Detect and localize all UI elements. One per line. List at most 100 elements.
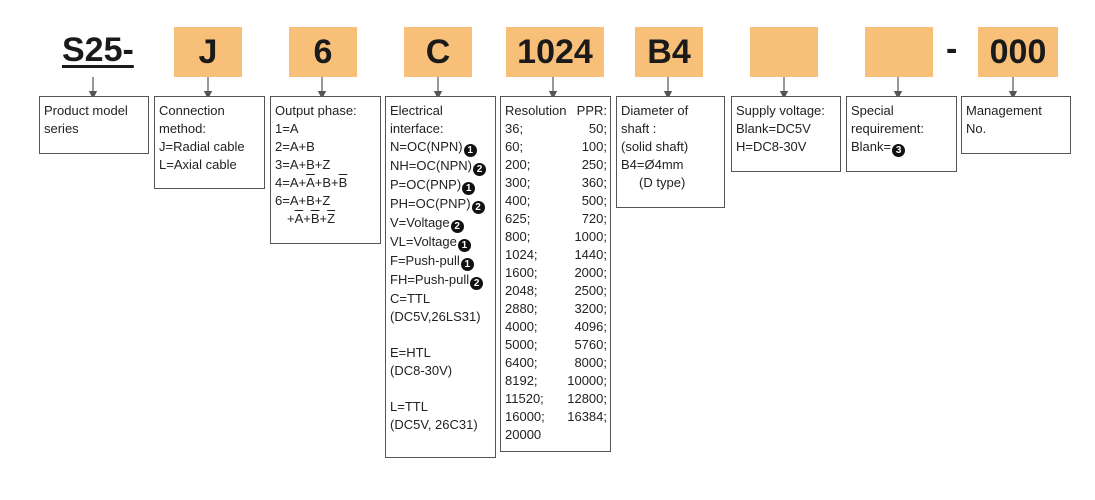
- electrical-item-text: interface:: [390, 121, 444, 136]
- note-badge-icon: 2: [450, 220, 464, 233]
- electrical-item-text: L=TTL: [390, 399, 428, 414]
- desc-line: Management: [966, 103, 1042, 118]
- desc-line: method:: [159, 121, 206, 136]
- resolution-value: 1024;: [505, 247, 538, 262]
- output-phase-6: 6=A+B+Z: [275, 193, 331, 208]
- desc-line: H=DC8-30V: [736, 139, 807, 154]
- electrical-item-text: VL=Voltage: [390, 234, 457, 249]
- code-connection: J: [174, 27, 242, 77]
- electrical-item: interface:: [390, 120, 492, 138]
- resolution-value: 625;: [505, 211, 531, 226]
- desc-line: Product model: [44, 103, 128, 118]
- phase-complement: A: [306, 175, 315, 190]
- electrical-item-text: V=Voltage: [390, 215, 450, 230]
- desc-line: L=Axial cable: [159, 157, 237, 172]
- resolution-value: 60;: [505, 139, 524, 154]
- desc-line: Special: [851, 103, 894, 118]
- electrical-item-text: (DC5V, 26C31): [390, 417, 478, 432]
- electrical-item-text: E=HTL: [390, 345, 431, 360]
- resolution-row: 625; 720;: [505, 210, 607, 228]
- code-electrical: C: [404, 27, 472, 77]
- resolution-value: 1440;: [574, 247, 607, 262]
- phase-text: +: [319, 211, 328, 226]
- resolution-value: 6400;: [505, 355, 538, 370]
- resolution-row: 2880;3200;: [505, 300, 607, 318]
- electrical-item: L=TTL: [390, 398, 492, 416]
- resolution-value: 36;: [505, 121, 524, 136]
- note-badge-icon: 2: [470, 277, 484, 290]
- desc-shaft: Diameter of shaft : (solid shaft) B4=Ø4m…: [616, 96, 725, 208]
- electrical-item: (DC5V, 26C31): [390, 416, 492, 434]
- electrical-item-text: (DC8-30V): [390, 363, 453, 378]
- resolution-value: 50;: [588, 121, 607, 136]
- resolution-row: 20000: [505, 426, 607, 444]
- desc-line: Diameter of: [621, 103, 689, 118]
- resolution-value: 2048;: [505, 283, 538, 298]
- resolution-value: 4000;: [505, 319, 538, 334]
- resolution-row: 36; 50;: [505, 120, 607, 138]
- electrical-item-text: C=TTL: [390, 291, 431, 306]
- resolution-row: 400;500;: [505, 192, 607, 210]
- resolution-value: 300;: [505, 175, 531, 190]
- resolution-value: 11520;: [505, 391, 544, 406]
- resolution-value: 16000;: [505, 409, 545, 424]
- resolution-row: 800; 1000;: [505, 228, 607, 246]
- desc-resolution: Resolution PPR: 36;50;60;100;200;250;300…: [500, 96, 611, 452]
- resolution-value: 200;: [505, 157, 531, 172]
- desc-line: Supply voltage:: [736, 103, 825, 118]
- resolution-row: 5000;5760;: [505, 336, 607, 354]
- note-badge-icon: 1: [463, 144, 477, 157]
- resolution-value: 8192;: [505, 373, 538, 388]
- resolution-row: 2048;2500;: [505, 282, 607, 300]
- resolution-value: 2000;: [574, 265, 607, 280]
- resolution-row: 8192; 10000;: [505, 372, 607, 390]
- phase-text: +: [287, 211, 295, 226]
- resolution-row: 60; 100;: [505, 138, 607, 156]
- resolution-row: 4000;4096;: [505, 318, 607, 336]
- resolution-row: 1600; 2000;: [505, 264, 607, 282]
- electrical-item: [390, 380, 492, 398]
- desc-line: Connection: [159, 103, 225, 118]
- resolution-header: Resolution PPR:: [505, 102, 607, 120]
- electrical-item-text: Electrical: [390, 103, 443, 118]
- resolution-value: 2880;: [505, 301, 538, 316]
- desc-line: (solid shaft): [621, 139, 689, 154]
- resolution-value: 720;: [581, 211, 607, 226]
- output-phase-3: 3=A+B+Z: [275, 157, 331, 172]
- resolution-value: 5760;: [574, 337, 607, 352]
- phase-complement: B: [338, 175, 348, 190]
- phase-complement: B: [310, 211, 320, 226]
- resolution-value: 100;: [581, 139, 607, 154]
- ppr-label: PPR:: [576, 103, 607, 118]
- resolution-value: 1600;: [505, 265, 538, 280]
- output-phase-1: 1=A: [275, 121, 299, 136]
- output-phase-title: Output phase:: [275, 103, 357, 118]
- resolution-label: Resolution: [505, 103, 567, 118]
- electrical-item-text: F=Push-pull: [390, 253, 460, 268]
- code-shaft: B4: [635, 27, 703, 77]
- electrical-item: N=OC(NPN)1: [390, 138, 492, 157]
- code-supply: [750, 27, 818, 77]
- phase-complement: A: [294, 211, 304, 226]
- code-separator: -: [946, 30, 958, 68]
- desc-line: requirement:: [851, 121, 924, 136]
- desc-product-model: Product model series: [39, 96, 149, 154]
- electrical-item-text: FH=Push-pull: [390, 272, 470, 287]
- resolution-value: 800;: [505, 229, 531, 244]
- desc-supply: Supply voltage: Blank=DC5V H=DC8-30V: [731, 96, 841, 172]
- resolution-value: 10000;: [567, 373, 607, 388]
- code-management: 000: [978, 27, 1058, 77]
- electrical-item-text: (DC5V,26LS31): [390, 309, 481, 324]
- special-blank: Blank=: [851, 139, 892, 154]
- desc-line: No.: [966, 121, 987, 136]
- resolution-value: 1000;: [574, 229, 607, 244]
- resolution-row: 11520; 12800;: [505, 390, 607, 408]
- resolution-value: 12800;: [567, 391, 607, 406]
- note-badge-icon: 2: [472, 163, 486, 176]
- code-resolution: 1024: [506, 27, 604, 77]
